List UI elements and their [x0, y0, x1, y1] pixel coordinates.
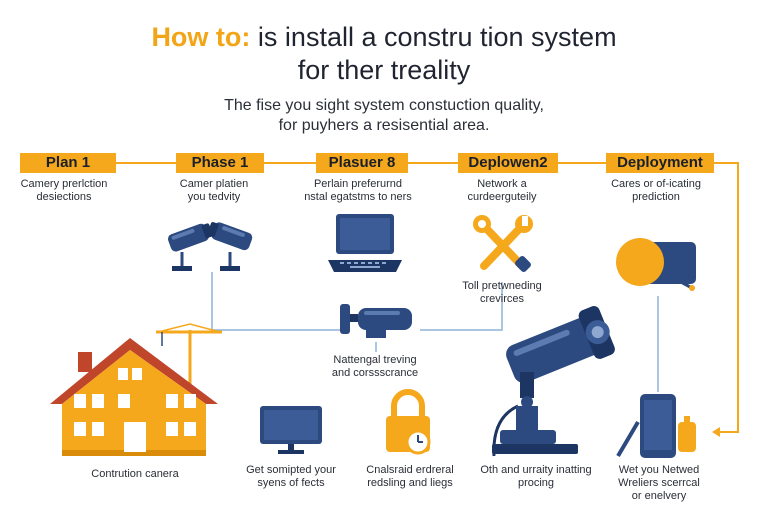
title-line1: is install a constru tion system [250, 22, 617, 52]
laptop-icon [328, 214, 402, 272]
subtitle-line2: for puyhers a resisential area. [278, 117, 490, 134]
monitor-icon [260, 406, 322, 454]
step-badge-phase-1: Phase 1 [176, 153, 264, 173]
phone-tools-icon [616, 394, 696, 458]
step-badge-plan-1: Plan 1 [20, 153, 116, 173]
wrench-tools-icon [473, 215, 533, 272]
lock-timer-icon [386, 389, 431, 455]
gauge-device-icon [616, 238, 696, 291]
title-highlight: How to: [151, 22, 251, 52]
step-badge-plasuer-8: Plasuer 8 [316, 153, 408, 173]
security-camera-icon [492, 306, 615, 457]
twin-cctv-cameras-icon [167, 222, 253, 271]
page-title: How to: is install a constru tion system [0, 22, 768, 53]
step-badge-deplowen2: Deplowen2 [458, 153, 558, 173]
house-caption: Contrution canera [91, 468, 179, 480]
network-camera-icon [340, 304, 412, 338]
step-badge-deployment: Deployment [606, 153, 714, 173]
title-line2: for ther treality [297, 55, 471, 85]
subtitle-line1: The fise you sight system constuction qu… [224, 97, 544, 114]
house-construction-icon [50, 323, 222, 456]
